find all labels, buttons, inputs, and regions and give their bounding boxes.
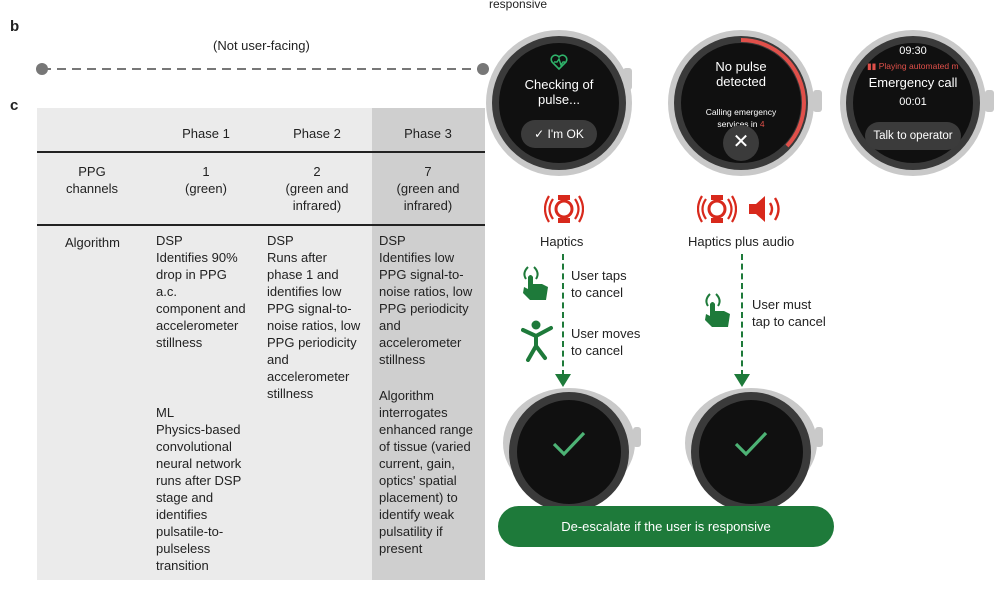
watch-cancelled-left: [503, 388, 635, 512]
left-step2-text: User moves to cancel: [571, 326, 641, 358]
watch3-crown: [985, 90, 994, 112]
haptics-label: Haptics: [540, 234, 584, 249]
header-phase3: Phase 3: [404, 126, 452, 141]
watch3-title: Emergency call: [868, 75, 958, 90]
row-label-ppg: PPG channels: [65, 164, 119, 196]
algo-phase1-ml: ML Physics-based convolutional neural ne…: [156, 405, 242, 573]
right-flow-line: [741, 254, 743, 376]
talk-to-operator-button[interactable]: Talk to operator: [865, 122, 961, 150]
timeline-line: [36, 63, 489, 75]
de-escalate-banner: De-escalate if the user is responsive: [498, 506, 834, 547]
check-icon: ✓: [534, 127, 545, 141]
algo-phase1-dsp: DSP Identifies 90% drop in PPG a.c. comp…: [156, 233, 246, 350]
panel-label-b: b: [10, 18, 20, 35]
watch1-status-text: Checking of pulse...: [524, 77, 594, 107]
table-header-rule: [37, 151, 485, 153]
ppg-phase3: 7 (green and infrared): [396, 164, 460, 213]
left-flow-arrowhead: [555, 374, 571, 387]
header-phase1: Phase 1: [182, 126, 230, 141]
check-watch2-crown: [815, 427, 823, 447]
phase3-column-bg: [372, 108, 485, 580]
tap-hand-icon-2: [705, 293, 730, 327]
speaker-icon: [749, 196, 780, 222]
watch-no-pulse: No pulse detected Calling emergency serv…: [668, 30, 814, 176]
watch3-time: 09:30: [899, 45, 927, 57]
watch-emergency-call: 09:30 ▮▮ Playing automated m Emergency c…: [840, 30, 986, 176]
algo-phase3-dsp: DSP Identifies low PPG signal-to- noise …: [379, 233, 473, 367]
left-flow-line: [562, 254, 564, 376]
check-watch1-crown: [633, 427, 641, 447]
ppg-phase2: 2 (green and infrared): [285, 164, 349, 213]
close-icon: ✕: [732, 131, 750, 153]
timeline-start-dot: [36, 63, 48, 75]
panel-label-c: c: [10, 97, 19, 114]
top-caption: responsive: [489, 0, 548, 11]
countdown-number: 4: [759, 119, 765, 129]
header-phase2: Phase 2: [293, 126, 341, 141]
phase-table: Phase 1 Phase 2 Phase 3 PPG channels 1 (…: [37, 108, 485, 580]
person-moving-icon: [521, 320, 553, 362]
timeline-end-dot: [477, 63, 489, 75]
watch2-subtext: Calling emergency services in 4: [705, 107, 777, 129]
algo-phase2: DSP Runs after phase 1 and identifies lo…: [267, 233, 361, 401]
right-step1-text: User must tap to cancel: [752, 297, 826, 329]
table-ppg-rule: [37, 224, 485, 226]
watch2-title: No pulse detected: [715, 59, 767, 89]
watch-cancelled-right: [685, 388, 817, 512]
watch2-crown: [813, 90, 822, 112]
haptics-icon: [544, 195, 584, 223]
im-ok-button[interactable]: ✓ I'm OK: [521, 120, 597, 148]
playing-message: ▮▮ Playing automated m: [867, 61, 959, 71]
ppg-phase1: 1 (green): [185, 164, 227, 196]
row-label-algorithm: Algorithm: [65, 235, 120, 250]
left-step1-text: User taps to cancel: [571, 268, 627, 300]
heart-pulse-icon: [550, 54, 568, 71]
countdown-ring: [740, 38, 806, 148]
right-flow-arrowhead: [734, 374, 750, 387]
audio-wave-icon: ▮▮: [867, 61, 877, 71]
haptics-icon-2: [697, 195, 737, 223]
algo-phase3-enhanced: Algorithm interrogates enhanced range of…: [379, 388, 473, 556]
tap-hand-icon: [523, 266, 548, 300]
checkmark-icon-2: [734, 431, 768, 457]
haptics-audio-label: Haptics plus audio: [688, 234, 795, 249]
watch-checking-pulse: Checking of pulse... ✓ I'm OK: [486, 30, 632, 176]
cancel-call-button[interactable]: ✕: [723, 125, 759, 161]
call-elapsed: 00:01: [899, 96, 927, 108]
timeline-label: (Not user-facing): [213, 38, 310, 53]
checkmark-icon: [552, 431, 586, 457]
